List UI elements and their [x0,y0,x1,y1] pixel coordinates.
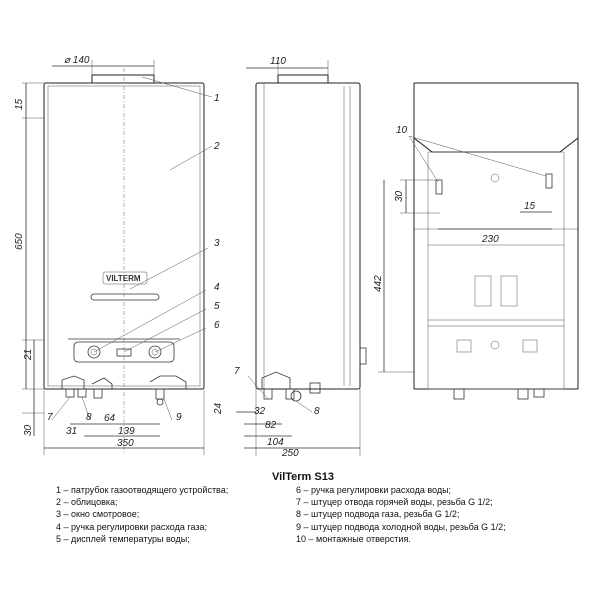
mounting-hole-left [435,179,443,195]
dim-side-82: 82 [265,420,277,431]
control-panel [73,341,175,363]
callout-31: 31 [66,426,77,437]
dim-height: 650 [14,233,25,250]
legend-item: 3 – окно смотровое; [56,509,140,520]
front-view: VILTERM [22,60,213,455]
dim-side-250: 250 [281,448,299,459]
callout-9: 9 [176,412,182,423]
dim-top-width: 110 [270,56,286,67]
dim-side-104: 104 [267,437,284,448]
legend-item: 2 – облицовка; [56,497,118,508]
flue-pipe [91,74,155,84]
legend-right: 6 – ручка регулировки расхода воды; 7 – … [296,484,506,545]
legend-item: 8 – штуцер подвода газа, резьба G 1/2; [296,509,460,520]
callout-3: 3 [214,238,220,249]
brand-plate [102,271,148,285]
callout-10: 10 [396,125,408,136]
rear-view [378,82,579,400]
side-body [255,82,361,390]
callout-2: 2 [213,141,220,152]
legend-item: 7 – штуцер отвода горячей воды, резьба G… [296,497,493,508]
legend-item: 9 – штуцер подвода холодной воды, резьба… [296,521,506,532]
dim-rear-15: 15 [524,201,536,212]
model-title: VilTerm S13 [272,471,334,483]
mounting-hole-right [545,173,553,189]
legend-item: 5 – дисплей температуры воды; [56,533,190,544]
dim-offset-top: 15 [14,98,25,110]
dim-rear-442: 442 [373,275,384,292]
dim-bottom-21: 21 [23,349,34,361]
dim-width-350: 350 [117,438,134,449]
temperature-display [116,348,132,357]
legend-item: 10 – монтажные отверстия. [296,533,411,544]
legend-item: 6 – ручка регулировки расхода воды; [296,485,452,495]
legend-left: 1 – патрубок газоотводящего устройства; … [56,484,228,545]
gas-knob [87,345,101,359]
dim-side-32: 32 [254,406,266,417]
callout-7-side: 7 [234,366,240,377]
brand-logo: VILTERM [106,274,141,283]
dim-bottom-30: 30 [23,424,34,436]
callout-8-front: 8 [86,412,92,423]
dim-side-24: 24 [213,402,224,415]
dim-rear-30: 30 [394,190,405,202]
side-fittings [261,371,321,402]
dim-width-64: 64 [104,413,116,424]
side-view [236,60,367,456]
dim-width-139: 139 [118,426,135,437]
callout-7-front: 7 [47,412,53,423]
callout-8-side: 8 [314,406,320,417]
legend-item: 4 – ручка регулировки расхода газа; [56,521,207,532]
dim-pipe-diameter: ⌀ 140 [64,55,90,66]
dim-rear-230: 230 [481,234,499,245]
callout-4: 4 [214,282,220,293]
legend-item: 1 – патрубок газоотводящего устройства; [56,485,229,495]
callout-5: 5 [214,301,220,312]
callout-6: 6 [214,320,220,331]
sight-window [90,293,160,301]
callout-1: 1 [214,93,220,104]
bottom-fittings [61,375,187,406]
side-flue [277,74,329,84]
side-knob [359,347,367,365]
water-knob [148,345,162,359]
